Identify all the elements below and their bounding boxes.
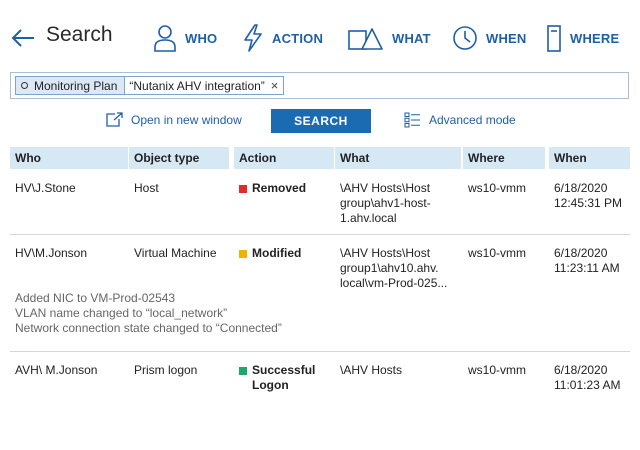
chip-remove-button[interactable]: × <box>268 77 284 94</box>
nav-label: WHO <box>185 30 218 46</box>
chip-key: Monitoring Plan <box>16 77 126 94</box>
when-date: 6/18/2020 <box>554 246 608 260</box>
server-icon <box>547 25 561 52</box>
cell-where: ws10-vmm <box>468 181 527 195</box>
advanced-mode-icon <box>404 112 420 128</box>
user-icon <box>154 25 176 52</box>
cell-object-type: Host <box>134 181 159 195</box>
filter-chip[interactable]: Monitoring Plan “Nutanix AHV integration… <box>15 76 285 95</box>
object-shapes-icon <box>348 28 383 50</box>
column-header-who[interactable]: Who <box>10 147 128 169</box>
cell-when: 6/18/2020 12:45:31 PM <box>554 181 622 211</box>
column-header-where[interactable]: Where <box>463 147 545 169</box>
table-header: Who Object type Action What Where When <box>10 147 630 169</box>
nav-label: ACTION <box>272 30 324 46</box>
column-header-what[interactable]: What <box>335 147 461 169</box>
when-date: 6/18/2020 <box>554 181 608 195</box>
nav-what[interactable]: WHAT <box>348 22 431 54</box>
detail-line: Network connection state changed to “Con… <box>15 321 282 335</box>
what-line: \AHV Hosts\Host <box>340 181 431 195</box>
nav-action[interactable]: ACTION <box>242 22 323 54</box>
back-arrow-icon[interactable] <box>10 26 36 50</box>
cell-object-type: Prism logon <box>134 363 198 377</box>
when-time: 12:45:31 PM <box>554 196 623 210</box>
cell-what: \AHV Hosts\Host group1\ahv10.ahv. local\… <box>340 246 447 291</box>
cell-what: \AHV Hosts\Host group\ahv1-host- 1.ahv.l… <box>340 181 431 226</box>
row-detail: Added NIC to VM-Prod-02543 VLAN name cha… <box>15 291 282 336</box>
cell-who: HV\J.Stone <box>15 181 76 195</box>
nav-when[interactable]: WHEN <box>452 22 527 54</box>
detail-line: Added NIC to VM-Prod-02543 <box>15 291 176 305</box>
open-new-window-link[interactable]: Open in new window <box>106 112 242 127</box>
chip-value: “Nutanix AHV integration” <box>125 77 269 94</box>
top-bar: Search WHO ACTION WHAT WHEN WHERE <box>0 0 640 72</box>
cell-what: \AHV Hosts <box>340 363 402 378</box>
nav-label: WHAT <box>392 30 431 46</box>
search-button[interactable]: SEARCH <box>271 109 371 133</box>
what-line: group1\ahv10.ahv. <box>340 261 439 275</box>
cell-where: ws10-vmm <box>468 246 527 260</box>
table-row[interactable]: HV\J.Stone Host Removed \AHV Hosts\Host … <box>10 181 630 231</box>
circle-icon <box>21 82 28 89</box>
column-header-when[interactable]: When <box>549 147 630 169</box>
status-square-icon <box>239 250 247 258</box>
when-date: 6/18/2020 <box>554 363 608 377</box>
action-line: Successful <box>252 363 316 377</box>
cell-action: Successful Logon <box>239 363 315 393</box>
clock-icon <box>453 26 477 50</box>
when-time: 11:23:11 AM <box>554 261 620 275</box>
cell-where: ws10-vmm <box>468 363 527 377</box>
what-line: group\ahv1-host- <box>340 196 431 210</box>
what-line: 1.ahv.local <box>340 211 397 225</box>
open-new-window-label: Open in new window <box>131 112 242 127</box>
nav-label: WHERE <box>570 30 620 46</box>
detail-line: VLAN name changed to “local_network” <box>15 306 228 320</box>
nav-who[interactable]: WHO <box>153 22 217 54</box>
table-row[interactable]: AVH\ M.Jonson Prism logon Successful Log… <box>10 363 630 399</box>
cell-object-type: Virtual Machine <box>134 246 217 260</box>
action-label: Successful Logon <box>252 363 315 393</box>
status-square-icon <box>239 185 247 193</box>
what-line: local\vm-Prod-025... <box>340 276 448 290</box>
status-square-icon <box>239 367 247 375</box>
advanced-mode-link[interactable]: Advanced mode <box>404 112 516 128</box>
nav-where[interactable]: WHERE <box>546 22 619 54</box>
cell-when: 6/18/2020 11:23:11 AM <box>554 246 620 276</box>
cell-who: HV\M.Jonson <box>15 246 88 260</box>
when-time: 11:01:23 AM <box>554 378 621 392</box>
search-input[interactable]: Monitoring Plan “Nutanix AHV integration… <box>10 72 629 99</box>
column-header-action[interactable]: Action <box>234 147 334 169</box>
what-line: \AHV Hosts <box>340 363 403 377</box>
advanced-mode-label: Advanced mode <box>429 113 516 127</box>
table-row[interactable]: HV\M.Jonson Virtual Machine Modified \AH… <box>10 246 630 342</box>
action-line: Logon <box>252 378 289 392</box>
cell-action: Modified <box>239 246 301 261</box>
action-label: Modified <box>252 246 302 260</box>
what-line: \AHV Hosts\Host <box>340 246 431 260</box>
cell-who: AVH\ M.Jonson <box>15 363 98 377</box>
cell-when: 6/18/2020 11:01:23 AM <box>554 363 621 393</box>
page-title: Search <box>46 23 113 46</box>
lightning-icon <box>244 24 262 52</box>
actions-bar: Open in new window SEARCH Advanced mode <box>0 108 640 134</box>
action-label: Removed <box>252 181 307 195</box>
external-link-icon <box>106 112 123 127</box>
column-header-object-type[interactable]: Object type <box>129 147 229 169</box>
chip-key-label: Monitoring Plan <box>34 78 118 93</box>
row-divider <box>10 234 630 235</box>
cell-action: Removed <box>239 181 306 196</box>
nav-label: WHEN <box>486 30 527 46</box>
row-divider <box>10 351 630 352</box>
